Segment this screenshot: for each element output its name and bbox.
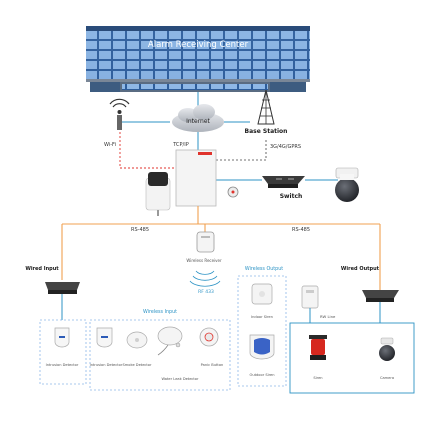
wireless-receiver-icon: [196, 231, 215, 253]
switch-label: Switch: [280, 193, 303, 200]
smoke-detector-icon: [126, 331, 148, 349]
water-leak-detector-icon: [157, 326, 183, 356]
wired-input-module-icon: [45, 282, 80, 294]
wireless-receiver-label: Wireless Receiver: [186, 258, 222, 263]
wired-input-group: [39, 319, 87, 385]
wifi-icon: [109, 98, 130, 130]
rw-line-label: RW Line: [320, 314, 336, 319]
rs485-label-right: RS-485: [292, 227, 310, 233]
camera-label: Camera: [380, 376, 394, 380]
wireless-output-label: Wireless Output: [245, 266, 283, 272]
wireless-input-group: [89, 319, 231, 391]
base-station-label: Base Station: [245, 128, 288, 135]
wireless-input-label: Wireless Input: [143, 309, 177, 315]
rf-label: RF 433: [198, 289, 214, 295]
intrusion-detector-wireless-icon: [96, 327, 113, 348]
rs485-label-left: RS-485: [131, 227, 149, 233]
tcpip-label: TCP/IP: [172, 142, 188, 148]
wireless-output-group: [237, 275, 287, 387]
siren-strobe-icon: [309, 335, 327, 360]
network-switch-icon: [262, 176, 305, 188]
wired-output-group: [289, 322, 415, 394]
rs485-bus-lines: [61, 206, 381, 290]
water-leak-detector-label: Water Leak Detector: [161, 377, 199, 381]
smoke-detector-label: Smoke Detector: [123, 363, 152, 367]
alarm-control-panel: [175, 149, 217, 207]
keypad-device-icon: [145, 172, 171, 216]
rf-signal-icon: [189, 270, 221, 287]
center-title: Alarm Receiving Center: [148, 40, 249, 50]
wifi-label: Wi-Fi: [104, 142, 116, 148]
siren-label: Siren: [313, 376, 322, 380]
intrusion-detector-wired-label: Intrusion Detector: [46, 363, 79, 367]
wired-output-module-icon: [362, 290, 399, 302]
camera-icon: [379, 337, 395, 361]
panic-button-icon: [199, 327, 219, 347]
top-links: [119, 92, 338, 181]
indoor-siren-label: Indoor Siren: [251, 315, 273, 319]
wired-output-label: Wired Output: [341, 266, 380, 272]
ptz-dome-camera-icon: [335, 167, 359, 202]
base-station-tower-icon: [257, 89, 275, 125]
alarm-receiving-center-building: Alarm Receiving Center: [86, 26, 310, 92]
indoor-siren-icon: [251, 283, 273, 305]
outdoor-siren-label: Outdoor Siren: [250, 373, 275, 377]
internet-label: Internet: [186, 118, 210, 125]
internet-cloud-icon: [172, 104, 224, 132]
wired-input-label: Wired Input: [25, 266, 59, 272]
cellular-label: 3G/4G/GPRS: [270, 144, 301, 150]
intrusion-detector-wired-icon: [54, 327, 70, 348]
outdoor-siren-icon: [249, 334, 275, 360]
wireless-module-icon: [227, 186, 239, 198]
rw-line-relay-icon: [301, 285, 319, 309]
panic-button-label: Panic Button: [201, 363, 224, 367]
intrusion-detector-wireless-label: Intrusion Detector: [90, 363, 123, 367]
